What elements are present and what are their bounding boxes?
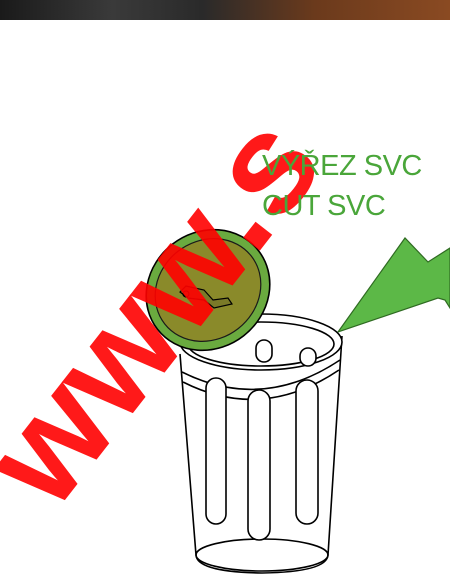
green-arrow bbox=[338, 238, 450, 332]
bin-slot bbox=[248, 390, 270, 540]
label-cut-cz: VÝŘEZ SVC bbox=[262, 152, 422, 181]
bin-slot-top bbox=[300, 348, 316, 366]
label-cut-en: CUT SVC bbox=[262, 192, 385, 221]
bin-slot-top bbox=[256, 340, 272, 362]
bin-slot bbox=[206, 378, 226, 524]
bin-slot bbox=[296, 380, 318, 524]
